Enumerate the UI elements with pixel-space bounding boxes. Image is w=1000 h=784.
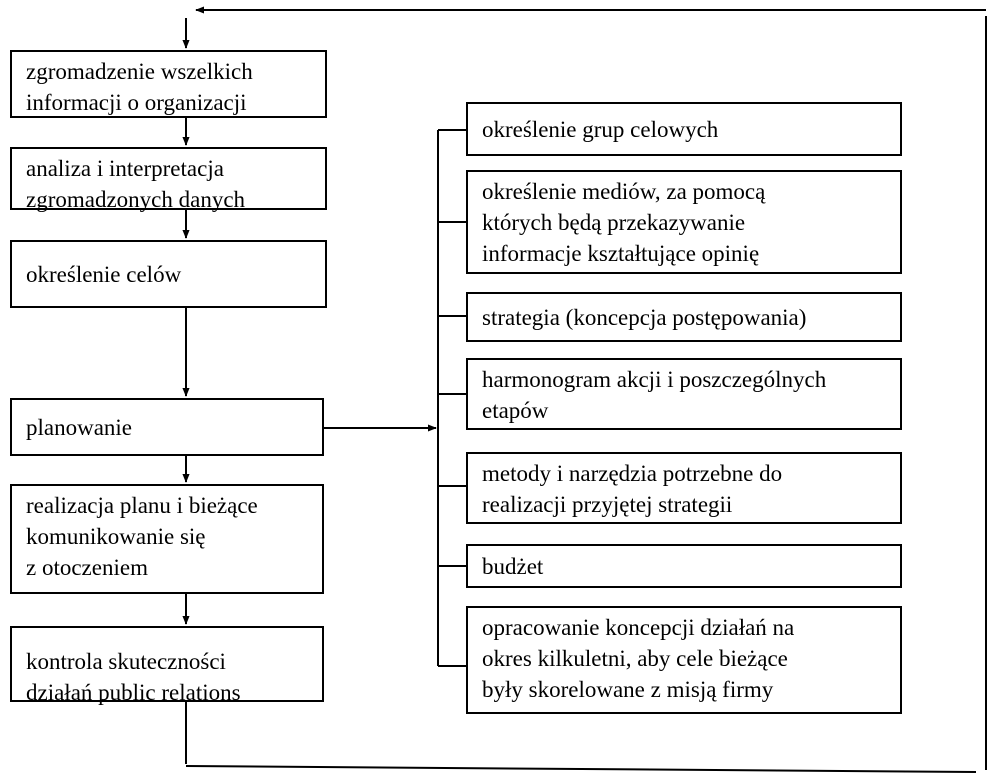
step-control: kontrola skuteczności działań public rel… — [10, 626, 324, 705]
component-target-groups: określenie grup celowych — [466, 102, 902, 156]
step-realization: realizacja planu i bieżące komunikowanie… — [10, 484, 324, 594]
step-planning: planowanie — [10, 398, 324, 456]
step-analyze: analiza i interpretacja zgromadzonych da… — [10, 147, 327, 212]
step-gather: zgromadzenie wszelkich informacji o orga… — [10, 50, 327, 118]
feedback-bottom-line — [185, 765, 977, 773]
step-goals: określenie celów — [10, 240, 327, 308]
plan-bracket — [324, 129, 466, 667]
component-schedule: harmonogram akcji i poszczególnych etapó… — [466, 358, 902, 430]
component-strategy: strategia (koncepcja postępowania) — [466, 292, 902, 342]
feedback-loop — [182, 6, 987, 773]
component-media: określenie mediów, za pomocą których będ… — [466, 170, 902, 274]
component-concept: opracowanie koncepcji działań na okres k… — [466, 606, 902, 714]
component-budget: budżet — [466, 544, 902, 588]
component-methods: metody i narzędzia potrzebne do realizac… — [466, 452, 902, 524]
